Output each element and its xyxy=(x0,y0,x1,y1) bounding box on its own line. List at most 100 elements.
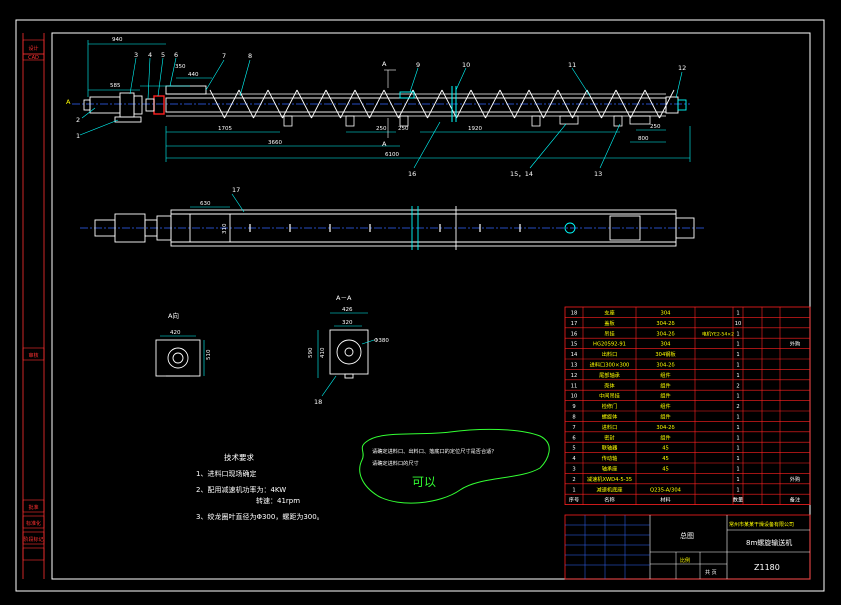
balloon-13: 13 xyxy=(594,170,602,178)
title-drawing-no: Z1180 xyxy=(754,563,780,572)
parts-row-no: 3 xyxy=(572,467,575,473)
title-sheet-label: 共 页 xyxy=(705,569,717,576)
parts-row-spec: 45 xyxy=(662,446,669,452)
parts-row-name: 传动轴 xyxy=(602,454,618,462)
parts-row-no: 2 xyxy=(572,477,575,483)
side-tag-strip: 设计 CAD 审核 批准 标准化 阶段标记 xyxy=(22,33,45,579)
dim-6100: 6100 xyxy=(385,152,399,158)
elevation-view xyxy=(72,85,690,127)
parts-row-qty: 1 xyxy=(736,342,739,348)
parts-row-qty: 1 xyxy=(736,331,739,337)
parts-row-qty: 1 xyxy=(736,487,739,493)
title-company: 常州市某某干燥设备有限公司 xyxy=(729,521,794,528)
balloon-leaders xyxy=(79,57,683,169)
dim-510: 510 xyxy=(206,349,212,360)
balloon-3: 3 xyxy=(134,51,138,59)
balloon-7: 7 xyxy=(222,52,226,60)
tech-line-4: 3、绞龙圈叶直径为Φ300，螺距为300。 xyxy=(196,512,324,521)
title-block: 总图 常州市某某干燥设备有限公司 8m螺旋输送机 Z1180 比例 共 页 xyxy=(564,514,811,580)
balloon-11: 11 xyxy=(568,61,576,69)
parts-row-name: 进料口300×300 xyxy=(590,361,630,369)
parts-row-spec: 304 xyxy=(661,311,672,317)
balloon-18: 18 xyxy=(314,398,322,406)
parts-row-spec: Q235-A/304 xyxy=(650,487,682,493)
tech-line-1: 1、进料口现场确定 xyxy=(196,469,256,478)
parts-row-spec: 组件 xyxy=(660,381,670,389)
parts-row-no: 9 xyxy=(572,404,575,410)
balloon-1: 1 xyxy=(76,132,80,140)
parts-row-spec: 304-2δ xyxy=(656,331,674,337)
parts-row-spec: 304-2δ xyxy=(656,363,674,369)
elevation-dimension-texts: 940 585 350 440 1705 3660 6100 250 250 1… xyxy=(110,37,661,158)
section-aa-view: A－A 426 320 590 410 Φ380 18 xyxy=(308,294,389,406)
title-drawing-name: 总图 xyxy=(680,531,694,540)
parts-row-name: 密封 xyxy=(604,433,614,441)
parts-row-name: 检修门 xyxy=(602,402,618,410)
parts-row-note: 外购 xyxy=(790,340,800,348)
dim-940: 940 xyxy=(112,37,123,43)
dim-440: 440 xyxy=(188,72,199,78)
parts-row-no: 8 xyxy=(572,415,575,421)
balloons: 1 2 3 4 5 6 7 8 9 10 11 12 13 15，14 16 xyxy=(76,51,686,178)
parts-header-name: 名称 xyxy=(604,496,614,504)
parts-row-no: 10 xyxy=(571,394,578,400)
parts-row-qty: 1 xyxy=(736,352,739,358)
parts-row-name: 联轴器 xyxy=(602,444,618,452)
parts-row-spec: 304 xyxy=(661,342,672,348)
dim-585: 585 xyxy=(110,83,121,89)
parts-row-spec: 304-2δ xyxy=(656,321,674,327)
balloon-5: 5 xyxy=(161,51,165,59)
parts-row-name: 出料口 xyxy=(602,350,618,358)
dim-590: 590 xyxy=(308,347,314,358)
balloon-16: 16 xyxy=(408,170,416,178)
title-scale-label: 比例 xyxy=(680,557,690,564)
parts-row-spec: 组件 xyxy=(660,433,670,441)
side-tag-1: CAD xyxy=(28,55,39,61)
section-aa-title: A－A xyxy=(336,294,352,302)
parts-row-no: 6 xyxy=(572,435,575,441)
sheet-inner-frame xyxy=(51,32,811,580)
parts-row-qty: 1 xyxy=(736,477,739,483)
parts-row-name: 进料口 xyxy=(602,423,618,431)
balloon-4: 4 xyxy=(148,51,152,59)
a-view-title: A向 xyxy=(168,311,179,320)
parts-row-name: 轴承座 xyxy=(602,465,618,473)
elevation-dimensions xyxy=(87,40,691,162)
balloon-17: 17 xyxy=(232,186,240,194)
parts-row-qty: 1 xyxy=(736,446,739,452)
parts-row-qty: 1 xyxy=(736,363,739,369)
dim-426: 426 xyxy=(342,307,353,313)
balloon-2: 2 xyxy=(76,116,80,124)
dim-320: 320 xyxy=(342,320,353,326)
balloon-10: 10 xyxy=(462,61,470,69)
tech-title: 技术要求 xyxy=(224,452,254,462)
note-line-2: 请确定进料口的尺寸 xyxy=(372,459,419,467)
parts-header-no: 序号 xyxy=(569,496,579,504)
parts-row-no: 7 xyxy=(572,425,575,431)
review-note-cloud: 请确定进料口、出料口、落底口的定位尺寸是否合适？ 请确定进料口的尺寸 可以 xyxy=(359,428,550,504)
dim-3660: 3660 xyxy=(268,140,282,146)
parts-row-spec: 组件 xyxy=(660,371,670,379)
parts-row-qty: 1 xyxy=(736,425,739,431)
parts-row-spec: 组件 xyxy=(660,402,670,410)
parts-row-qty: 1 xyxy=(736,373,739,379)
parts-row-name: 中间吊挂 xyxy=(599,392,620,400)
parts-row-qty: 1 xyxy=(736,394,739,400)
balloon-15-14: 15，14 xyxy=(510,170,533,178)
dim-250-a: 250 xyxy=(376,126,387,132)
parts-row-qty: 2 xyxy=(736,404,739,410)
balloon-6: 6 xyxy=(174,51,178,59)
dim-310: 310 xyxy=(222,223,228,234)
parts-row-spec: 组件 xyxy=(660,413,670,421)
tech-requirements: 技术要求 1、进料口现场确定 2、配用减速机功率为：4KW 转速：41rpm 3… xyxy=(196,452,324,521)
parts-row-no: 15 xyxy=(571,342,578,348)
dim-250-c: 250 xyxy=(650,124,661,130)
parts-row-spec: 组件 xyxy=(660,392,670,400)
parts-row-name: 盖板 xyxy=(604,319,615,327)
parts-row-spec: 45 xyxy=(662,467,669,473)
title-product: 8m螺旋输送机 xyxy=(746,538,792,547)
side-tag-5: 阶段标记 xyxy=(23,536,43,543)
parts-row-qty: 1 xyxy=(736,311,739,317)
